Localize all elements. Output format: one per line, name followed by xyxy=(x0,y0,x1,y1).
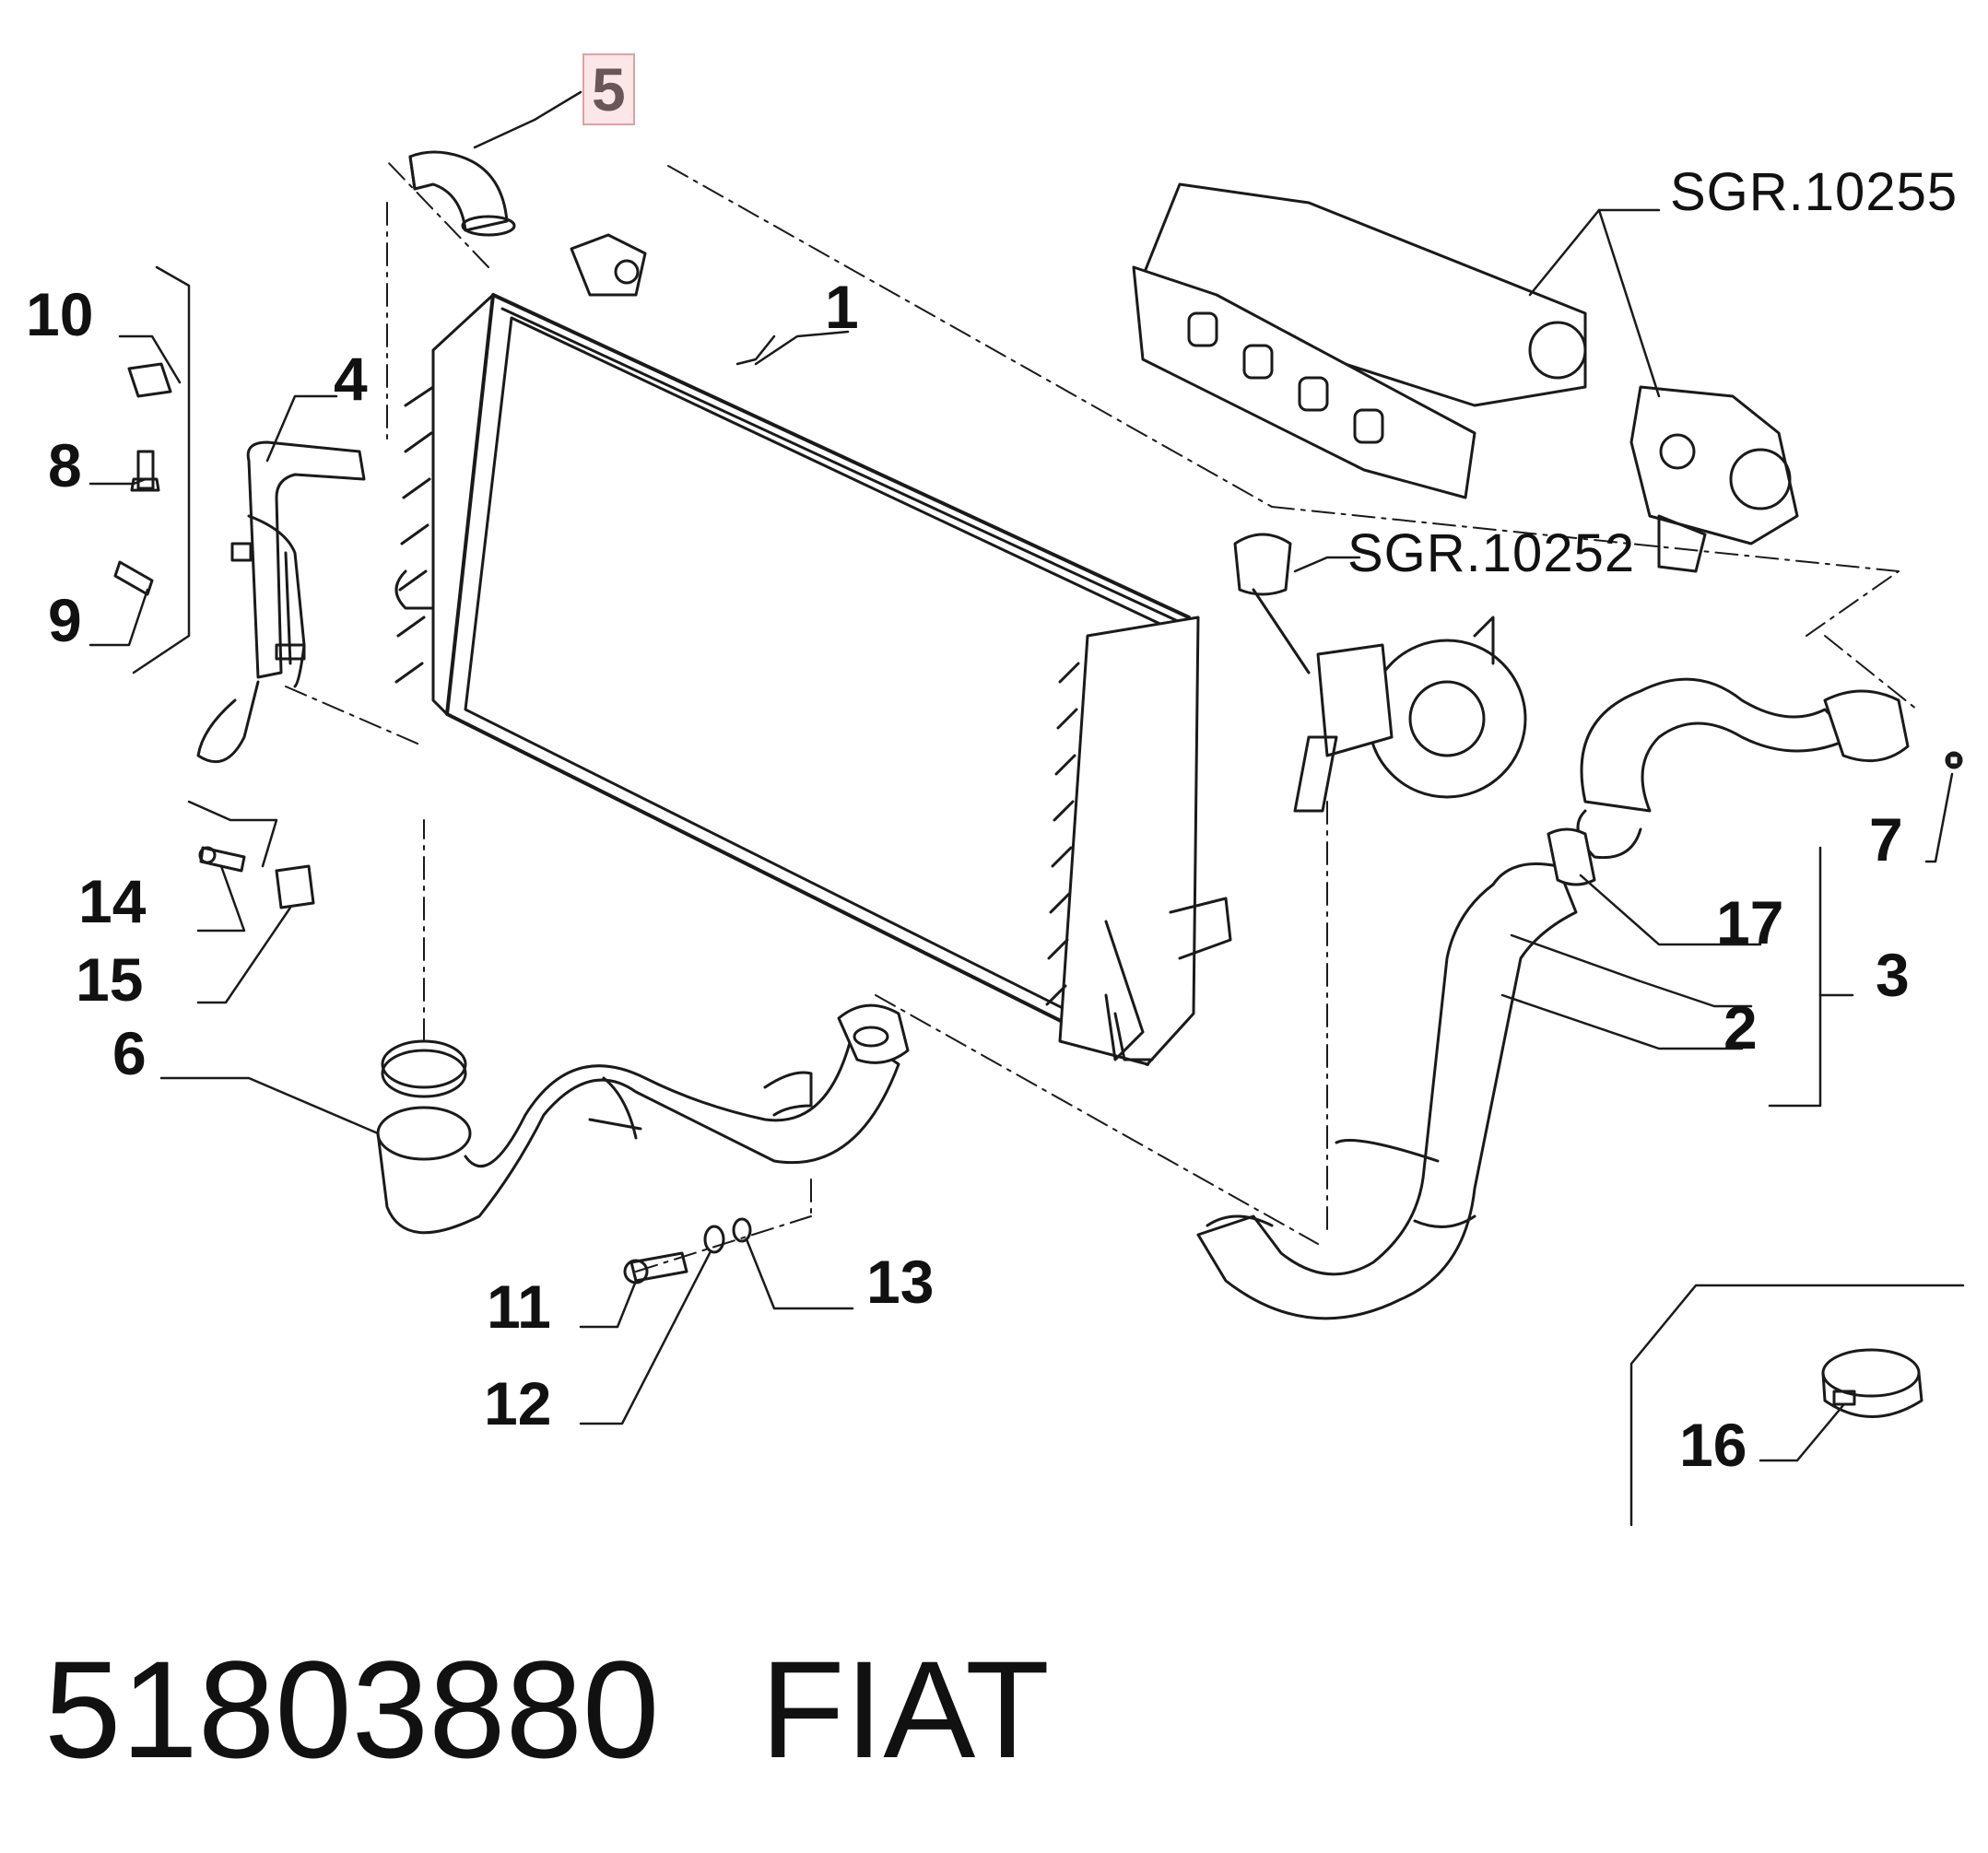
callout-12[interactable]: 12 xyxy=(484,1369,552,1437)
callout-2[interactable]: 2 xyxy=(1723,993,1758,1061)
callout-9[interactable]: 9 xyxy=(48,586,82,654)
callout-17[interactable]: 17 xyxy=(1716,888,1784,956)
clamp-16 xyxy=(1821,1348,1923,1418)
bracket-15 xyxy=(275,864,315,909)
part-number: 51803880 xyxy=(44,1632,660,1787)
pipe-2 xyxy=(1196,862,1578,1320)
callout-16[interactable]: 16 xyxy=(1679,1411,1747,1479)
group-brackets xyxy=(132,265,1965,1527)
callout-7[interactable]: 7 xyxy=(1869,805,1903,874)
reference-sgr-10255[interactable]: SGR.10255 xyxy=(1670,162,1959,222)
intercooler xyxy=(394,233,1232,1066)
nut-10 xyxy=(127,362,172,398)
pipe-6 xyxy=(376,1003,910,1235)
callout-6[interactable]: 6 xyxy=(112,1019,147,1087)
turbocharger xyxy=(1233,533,1527,813)
bolt-9 xyxy=(113,560,154,596)
throttle-body xyxy=(1629,385,1799,573)
callout-1[interactable]: 1 xyxy=(825,273,859,341)
leader-lines xyxy=(88,90,1954,1462)
washer-12 xyxy=(703,1225,725,1254)
washer-13 xyxy=(732,1217,752,1243)
callout-5[interactable]: 5 xyxy=(582,53,635,125)
reference-sgr-10252[interactable]: SGR.10252 xyxy=(1347,523,1636,583)
callout-8[interactable]: 8 xyxy=(48,431,82,499)
brand-name: FIAT xyxy=(760,1632,1050,1787)
callout-10[interactable]: 10 xyxy=(26,280,94,348)
clamp-17 xyxy=(1547,827,1596,886)
bolt-7 xyxy=(1945,751,1963,769)
callout-11[interactable]: 11 xyxy=(487,1272,551,1341)
callout-14[interactable]: 14 xyxy=(78,867,147,935)
callout-4[interactable]: 4 xyxy=(334,345,368,413)
callout-15[interactable]: 15 xyxy=(76,945,144,1014)
callout-3[interactable]: 3 xyxy=(1876,941,1910,1009)
pipe-3 xyxy=(1576,677,1910,860)
pipe-4 xyxy=(196,440,366,764)
hose-5 xyxy=(408,150,516,237)
intake-manifold xyxy=(1132,182,1587,499)
bolt-14 xyxy=(198,846,246,873)
callout-13[interactable]: 13 xyxy=(866,1248,935,1316)
bolt-8 xyxy=(130,450,160,492)
guide-lines xyxy=(285,160,1918,1272)
